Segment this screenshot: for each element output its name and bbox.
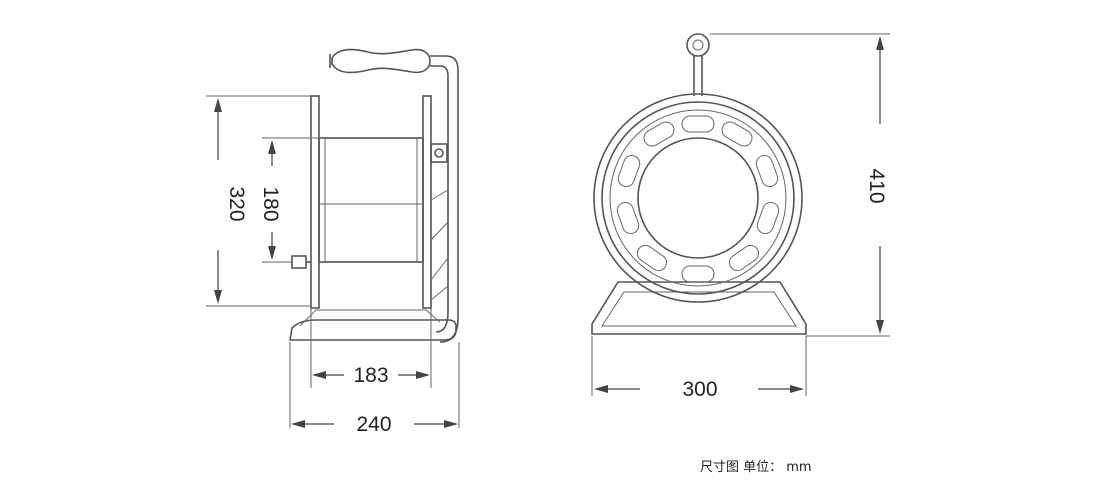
front-view: 410 300 (591, 33, 890, 401)
dim-183: 183 (353, 364, 388, 387)
handle-arm (430, 55, 459, 343)
inner-opening (637, 137, 759, 259)
side-view: 320 180 183 240 (206, 48, 460, 436)
dim-240: 240 (356, 413, 391, 436)
dim-180: 180 (259, 186, 282, 221)
unit-note: 尺寸图 单位： mm (700, 460, 812, 475)
side-base (289, 319, 457, 341)
front-base (591, 281, 807, 335)
hanging-ring (686, 33, 710, 57)
handle-grip (331, 48, 431, 74)
flange-slots (616, 115, 780, 283)
dim-300: 300 (682, 378, 717, 401)
dim-410: 410 (865, 168, 888, 203)
right-flange (422, 95, 432, 309)
handle-arm-inner (430, 65, 449, 333)
outer-flange (593, 93, 803, 303)
left-flange (310, 95, 320, 309)
axle-knob (430, 143, 448, 163)
crank (291, 255, 307, 269)
drum-body (318, 137, 424, 263)
dim-320: 320 (225, 186, 248, 221)
